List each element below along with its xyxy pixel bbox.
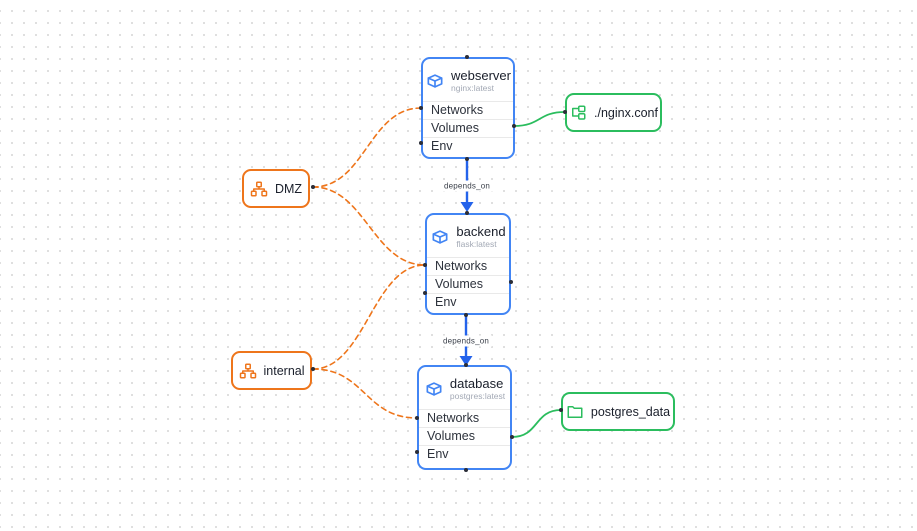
service-node-webserver[interactable]: webserver nginx:latest Networks Volumes … [421,57,515,159]
edge-dmz-backend[interactable] [312,186,426,266]
service-title: database [449,375,504,391]
service-image-tag: postgres:latest [449,390,506,401]
volume-node-postgres-data[interactable]: postgres_data [561,392,675,431]
service-title: webserver [451,67,511,83]
package-icon [425,72,445,90]
package-icon [424,380,444,398]
bind-mount-node-nginx-conf[interactable]: ./nginx.conf [565,93,662,132]
connection-handle[interactable] [559,408,563,412]
file-tree-icon [569,104,587,122]
connection-handle[interactable] [419,106,423,110]
network-label: internal [263,363,305,378]
connection-handle[interactable] [464,363,468,367]
depends-on-edge-label: depends_on [440,180,494,192]
connection-handle[interactable] [510,435,514,439]
connection-handle[interactable] [465,55,469,59]
connection-handle[interactable] [311,367,315,371]
service-node-backend[interactable]: backend flask:latest Networks Volumes En… [425,213,511,315]
service-row-env[interactable]: Env [419,445,510,463]
connection-handle[interactable] [415,450,419,454]
service-row-networks[interactable]: Networks [419,409,510,427]
arrowhead-icon [459,356,473,366]
connection-handle[interactable] [464,468,468,472]
service-title: backend [456,223,506,239]
network-icon [250,180,268,198]
connection-handle[interactable] [419,141,423,145]
edge-internal-backend[interactable] [312,264,426,370]
network-label: DMZ [274,181,303,196]
service-row-env[interactable]: Env [427,293,509,311]
volume-label: postgres_data [590,404,671,419]
service-image-tag: flask:latest [456,238,497,249]
service-header: backend flask:latest [427,215,509,257]
connection-handle[interactable] [464,313,468,317]
package-icon [430,228,450,246]
service-row-env[interactable]: Env [423,137,513,155]
service-row-volumes[interactable]: Volumes [427,275,509,293]
edge-internal-database[interactable] [312,368,418,419]
connection-handle[interactable] [311,185,315,189]
connection-handle[interactable] [512,124,516,128]
edge-database-postgresdata[interactable] [511,409,562,438]
service-image-tag: nginx:latest [451,82,495,93]
service-node-database[interactable]: database postgres:latest Networks Volume… [417,365,512,470]
service-row-networks[interactable]: Networks [423,101,513,119]
network-icon [239,362,257,380]
folder-icon [566,403,584,421]
service-row-volumes[interactable]: Volumes [419,427,510,445]
edge-dmz-webserver[interactable] [312,107,422,188]
network-node-dmz[interactable]: DMZ [242,169,310,208]
service-row-volumes[interactable]: Volumes [423,119,513,137]
service-header: webserver nginx:latest [423,59,513,101]
connection-handle[interactable] [509,280,513,284]
connection-handle[interactable] [465,157,469,161]
arrowhead-icon [460,202,474,212]
connection-handle[interactable] [423,291,427,295]
edge-webserver-nginxconf[interactable] [513,111,566,127]
bind-mount-label: ./nginx.conf [594,105,658,120]
depends-on-edge-label: depends_on [439,335,493,347]
connection-handle[interactable] [423,263,427,267]
connection-handle[interactable] [465,211,469,215]
connection-handle[interactable] [563,110,567,114]
service-header: database postgres:latest [419,367,510,409]
network-node-internal[interactable]: internal [231,351,312,390]
connection-handle[interactable] [415,416,419,420]
service-row-networks[interactable]: Networks [427,257,509,275]
